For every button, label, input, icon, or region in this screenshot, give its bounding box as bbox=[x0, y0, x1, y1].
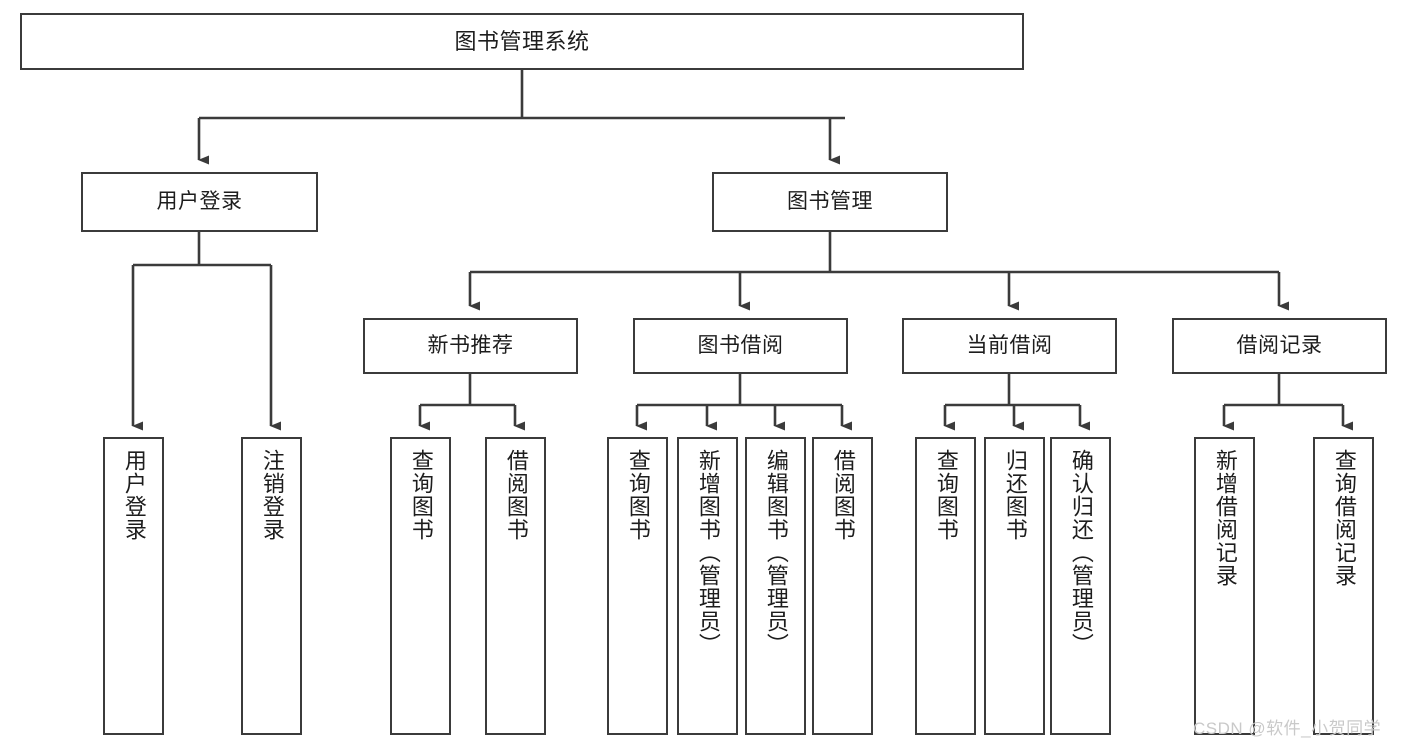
leaf-label: 用户登录 bbox=[121, 449, 147, 541]
node-label: 图书管理 bbox=[787, 189, 873, 213]
leaf-label: 新增图书（管理员） bbox=[695, 449, 721, 656]
leaf-label: 借阅图书 bbox=[830, 449, 856, 541]
leaf-label: 归还图书 bbox=[1002, 449, 1028, 541]
leaf-user-login-logout[interactable]: 注销登录 bbox=[241, 437, 302, 735]
leaf-recommend-query-book[interactable]: 查询图书 bbox=[390, 437, 451, 735]
leaf-current-query-book[interactable]: 查询图书 bbox=[915, 437, 976, 735]
node-new-book-recommend[interactable]: 新书推荐 bbox=[363, 318, 578, 374]
node-user-login[interactable]: 用户登录 bbox=[81, 172, 318, 232]
leaf-record-add-record[interactable]: 新增借阅记录 bbox=[1194, 437, 1255, 735]
leaf-borrow-query-book[interactable]: 查询图书 bbox=[607, 437, 668, 735]
node-label: 用户登录 bbox=[156, 189, 243, 213]
leaf-label: 注销登录 bbox=[259, 449, 285, 541]
node-book-borrow[interactable]: 图书借阅 bbox=[633, 318, 848, 374]
leaf-label: 借阅图书 bbox=[503, 449, 529, 541]
leaf-label: 查询借阅记录 bbox=[1331, 449, 1357, 587]
node-borrow-record[interactable]: 借阅记录 bbox=[1172, 318, 1387, 374]
leaf-label: 编辑图书（管理员） bbox=[763, 449, 789, 656]
node-current-borrow[interactable]: 当前借阅 bbox=[902, 318, 1117, 374]
leaf-label: 查询图书 bbox=[625, 449, 651, 541]
leaf-label: 新增借阅记录 bbox=[1212, 449, 1238, 587]
leaf-record-query-record[interactable]: 查询借阅记录 bbox=[1313, 437, 1374, 735]
leaf-label: 查询图书 bbox=[933, 449, 959, 541]
leaf-borrow-add-book[interactable]: 新增图书（管理员） bbox=[677, 437, 738, 735]
leaf-current-return-book[interactable]: 归还图书 bbox=[984, 437, 1045, 735]
node-label: 图书借阅 bbox=[697, 333, 784, 357]
leaf-user-login-login[interactable]: 用户登录 bbox=[103, 437, 164, 735]
leaf-borrow-edit-book[interactable]: 编辑图书（管理员） bbox=[745, 437, 806, 735]
node-label: 当前借阅 bbox=[966, 333, 1053, 357]
node-root-system[interactable]: 图书管理系统 bbox=[20, 13, 1024, 70]
node-label: 图书管理系统 bbox=[454, 28, 590, 54]
leaf-borrow-borrow-book[interactable]: 借阅图书 bbox=[812, 437, 873, 735]
node-label: 新书推荐 bbox=[427, 333, 514, 357]
node-book-management[interactable]: 图书管理 bbox=[712, 172, 948, 232]
leaf-label: 查询图书 bbox=[408, 449, 434, 541]
leaf-label: 确认归还（管理员） bbox=[1068, 449, 1094, 656]
csdn-watermark: CSDN @软件_小贺同学 bbox=[1193, 719, 1382, 738]
leaf-current-confirm-return[interactable]: 确认归还（管理员） bbox=[1050, 437, 1111, 735]
node-label: 借阅记录 bbox=[1236, 333, 1323, 357]
leaf-recommend-borrow-book[interactable]: 借阅图书 bbox=[485, 437, 546, 735]
